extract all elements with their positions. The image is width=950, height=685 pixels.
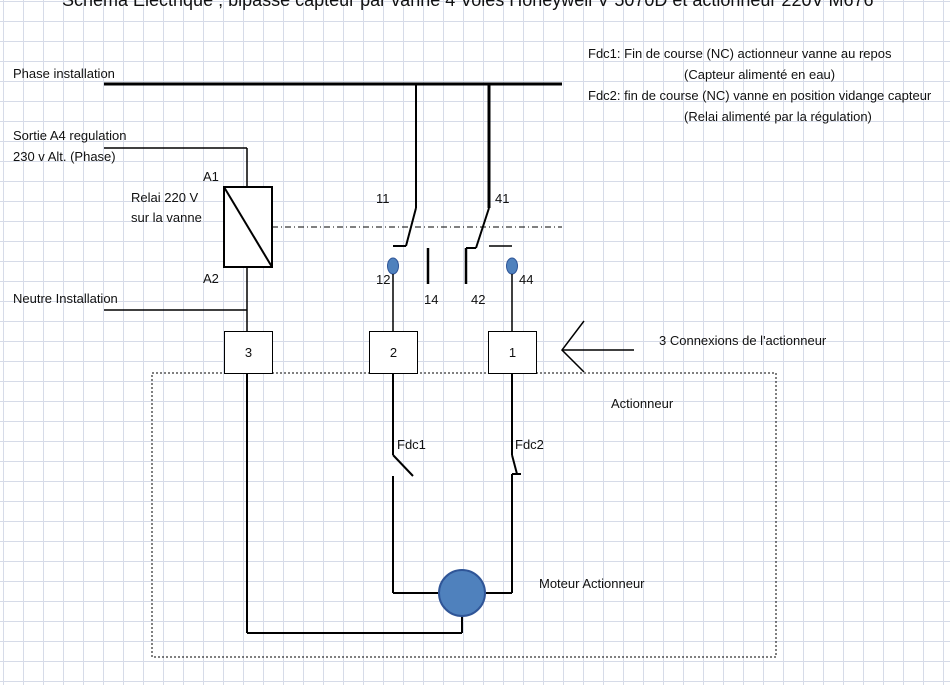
legend-fdc1-line1: Fdc1: Fin de course (NC) actionneur vann… <box>588 46 892 61</box>
terminal-3-label: 3 <box>244 345 253 360</box>
label-contact-41: 41 <box>495 191 510 206</box>
label-actionneur: Actionneur <box>611 396 674 411</box>
label-relai-line2: sur la vanne <box>131 210 202 225</box>
legend-fdc2-line2: (Relai alimenté par la régulation) <box>684 109 872 124</box>
label-contact-42: 42 <box>471 292 486 307</box>
label-connexions: 3 Connexions de l'actionneur <box>659 333 827 348</box>
label-contact-14: 14 <box>424 292 439 307</box>
diagram-title: Schéma Electrique , bipasse capteur par … <box>62 0 874 10</box>
label-moteur-actionneur: Moteur Actionneur <box>539 576 645 591</box>
actionneur-enclosure <box>151 372 777 658</box>
label-neutre-installation: Neutre Installation <box>13 291 118 306</box>
fdc2-switch-blade <box>511 454 518 475</box>
connexions-arrow-head <box>561 320 585 373</box>
label-a2: A2 <box>203 271 219 286</box>
label-a1: A1 <box>203 169 219 184</box>
fdc1-switch-blade <box>392 454 414 477</box>
label-fdc1: Fdc1 <box>397 437 426 452</box>
legend-fdc1-line2: (Capteur alimenté en eau) <box>684 67 836 82</box>
terminal-2-box: 2 <box>369 331 418 374</box>
relay-coil-diagonal <box>223 186 273 268</box>
label-fdc2: Fdc2 <box>515 437 544 452</box>
label-contact-12: 12 <box>376 272 391 287</box>
terminal-2-label: 2 <box>389 345 398 360</box>
terminal-3-box: 3 <box>224 331 273 374</box>
label-contact-44: 44 <box>519 272 534 287</box>
label-sortie-line1: Sortie A4 regulation <box>13 128 127 143</box>
label-sortie-line2: 230 v Alt. (Phase) <box>13 149 116 164</box>
motor-circle <box>438 569 486 617</box>
terminal-1-label: 1 <box>508 345 517 360</box>
label-contact-11: 11 <box>376 191 390 206</box>
terminal-44-dot <box>506 257 518 275</box>
legend-fdc2-line1: Fdc2: fin de course (NC) vanne en positi… <box>588 88 932 103</box>
contact-11-12-blade <box>405 207 417 247</box>
terminal-1-box: 1 <box>488 331 537 374</box>
label-phase-installation: Phase installation <box>13 66 115 81</box>
label-relai-line1: Relai 220 V <box>131 190 199 205</box>
contact-41-42-blade <box>475 207 490 249</box>
